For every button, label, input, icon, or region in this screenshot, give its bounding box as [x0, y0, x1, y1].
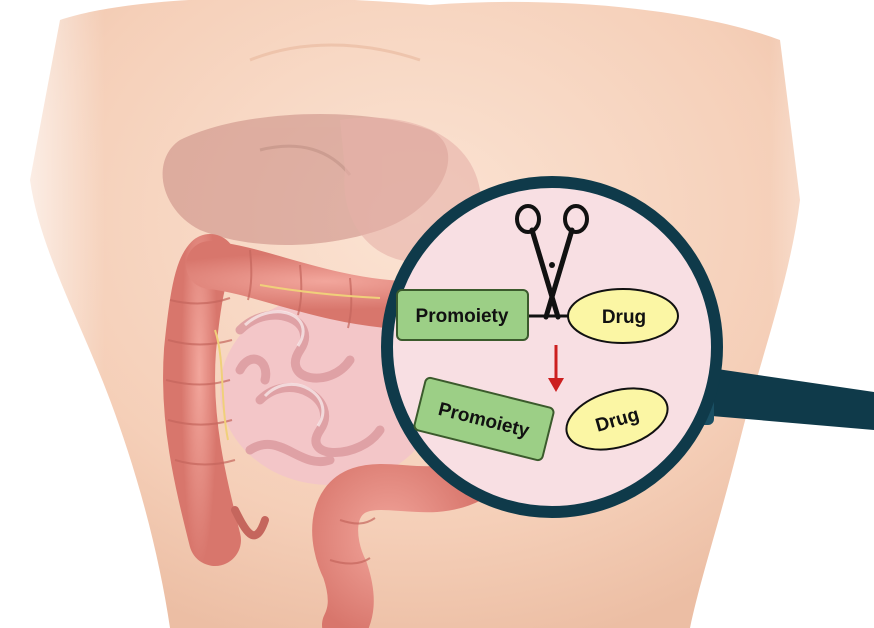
magnifier-lens: Promoiety Drug Promoiety Drug — [387, 182, 717, 512]
promoiety-label-top: Promoiety — [416, 306, 509, 327]
drug-ellipse-intact: Drug — [568, 289, 678, 343]
promoiety-box-intact: Promoiety — [397, 290, 528, 340]
drug-label-top: Drug — [602, 307, 646, 328]
